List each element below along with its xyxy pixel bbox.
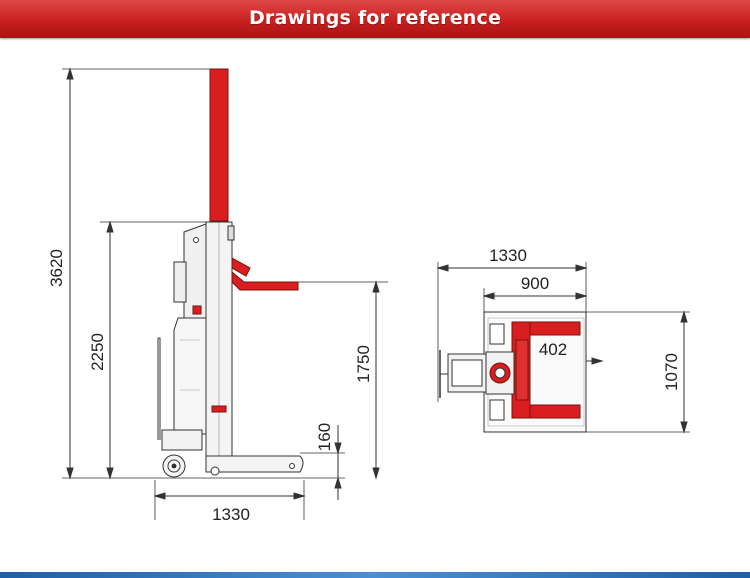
footer-bar — [0, 572, 750, 578]
dim-width: 1070 — [662, 353, 681, 391]
header-bar: Drawings for reference — [0, 0, 750, 38]
dim-base-height: 160 — [315, 423, 334, 451]
page-title: Drawings for reference — [248, 7, 502, 29]
dim-fork-spacing: 402 — [539, 340, 567, 359]
side-view — [62, 67, 388, 520]
dim-base-length: 1330 — [212, 505, 250, 524]
dim-overall-length: 1330 — [489, 246, 527, 265]
top-view — [436, 262, 690, 434]
dim-fork-height: 1750 — [354, 345, 373, 383]
dim-frame-height: 2250 — [88, 333, 107, 371]
dim-fork-length: 900 — [521, 274, 549, 293]
dim-total-height: 3620 — [47, 249, 66, 287]
